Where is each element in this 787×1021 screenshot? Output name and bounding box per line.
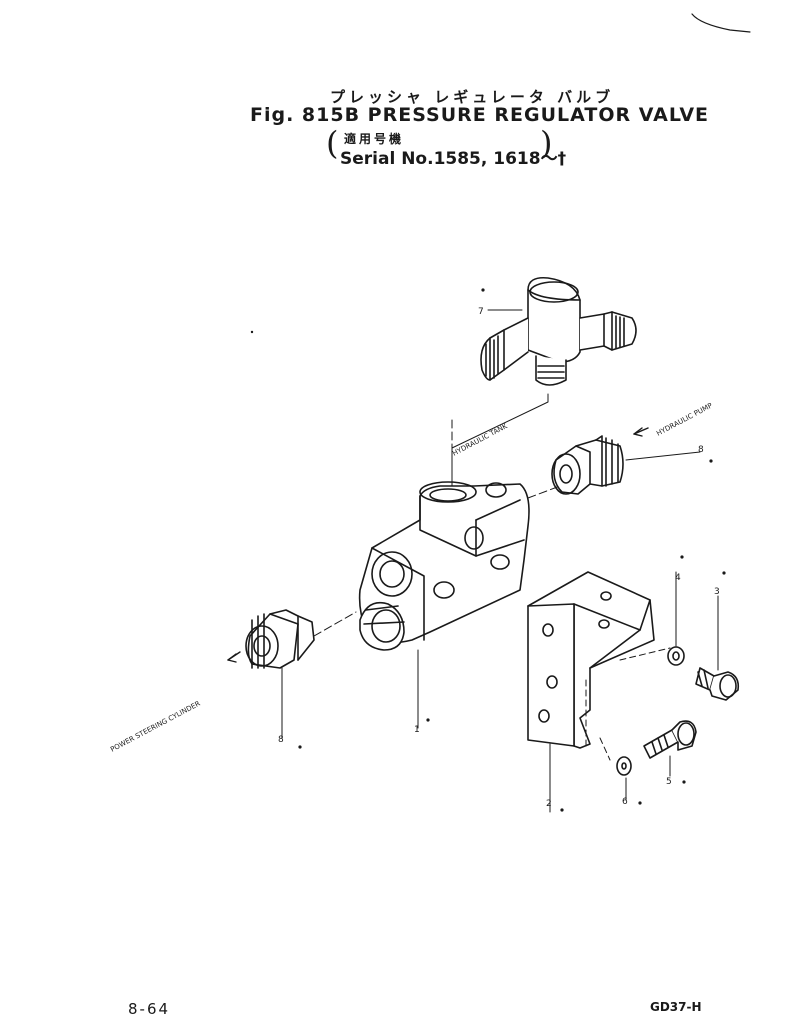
page-number: 8-64 [128, 1000, 171, 1018]
bracket-part-2 [527, 571, 655, 749]
callout-8-steering: 8 [278, 735, 284, 745]
callout-3: 3 [714, 587, 720, 597]
fitting-part-8-pump [551, 435, 624, 495]
serial-range: Serial No.1585, 1618～† [340, 149, 567, 169]
callout-marks [250, 288, 726, 812]
washer-part-6 [616, 756, 632, 776]
figure-title: Fig. 815B PRESSURE REGULATOR VALVE [250, 104, 710, 126]
model-code: GD37-H [650, 1000, 702, 1014]
callout-2: 2 [546, 799, 552, 809]
bolt-part-3 [695, 667, 740, 701]
valve-body-part-1 [358, 481, 530, 651]
callout-leader-8-pump [625, 451, 701, 461]
applicability-label: 適用号機 [344, 132, 405, 146]
hydraulic-tank-label: HYDRAULIC TANK [451, 422, 509, 458]
open-paren: ( [326, 124, 339, 162]
close-paren: ) [540, 124, 553, 162]
callout-1: 1 [414, 725, 420, 735]
tank-leader-line [451, 393, 549, 485]
callout-6: 6 [622, 797, 628, 807]
bolt-part-5 [643, 720, 697, 759]
power-steering-cylinder-label: POWER STEERING CYLINDER [109, 699, 202, 753]
callout-8-pump: 8 [698, 445, 704, 455]
callout-4: 4 [675, 573, 681, 583]
hydraulic-pump-label: HYDRAULIC PUMP [655, 402, 714, 438]
callout-5: 5 [666, 777, 672, 787]
pump-centerline [527, 485, 561, 499]
washer-part-4 [667, 646, 685, 666]
callout-7: 7 [478, 307, 484, 317]
steering-centerline [313, 611, 357, 637]
title-japanese: プレッシャ レギュレータ バルブ [330, 88, 615, 106]
tee-fitting-part-7 [480, 276, 637, 386]
fitting-part-8-steering [245, 609, 315, 669]
scan-artifact [691, 13, 751, 33]
